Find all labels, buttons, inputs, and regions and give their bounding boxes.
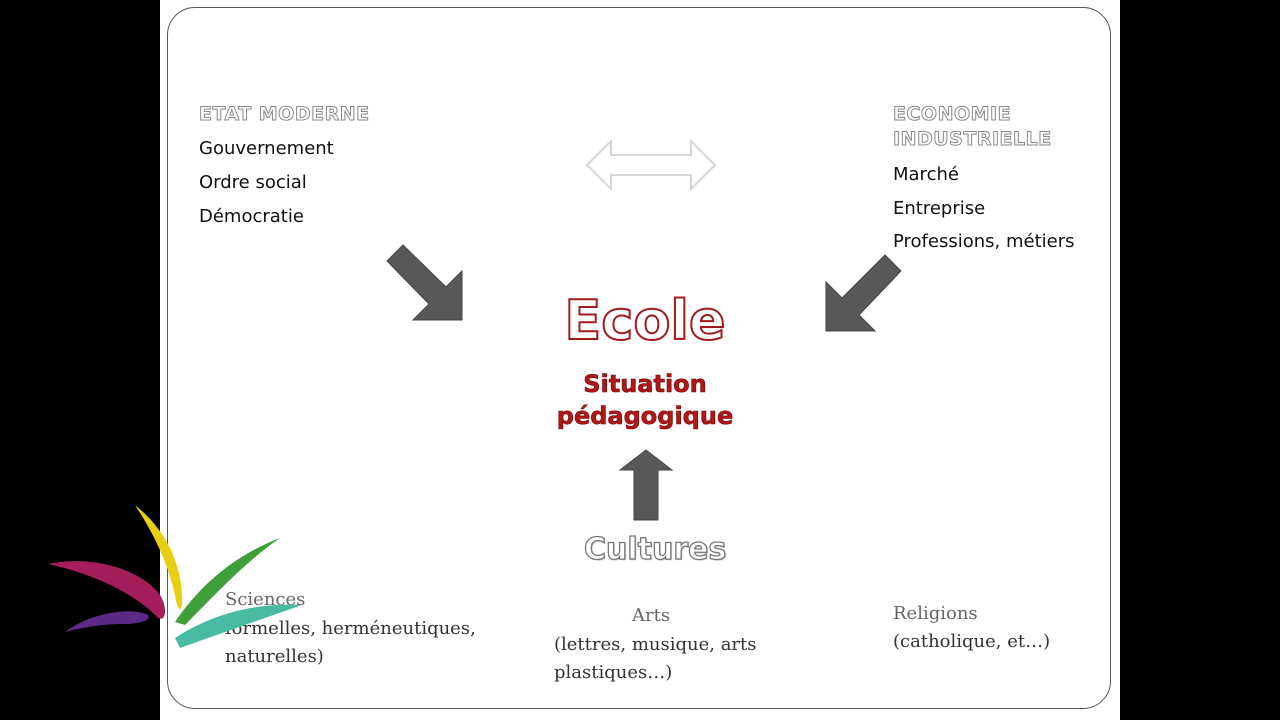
economie-item-professions: Professions, métiers (893, 231, 1075, 252)
ecole-title: Ecole (563, 288, 726, 353)
slide-frame (167, 7, 1111, 709)
brush-logo-icon (48, 505, 302, 648)
sciences-line1: formelles, herméneutiques, (225, 618, 476, 639)
etat-item-democratie: Démocratie (199, 206, 304, 227)
religions-line1: (catholique, et…) (893, 631, 1051, 652)
arrow-down-right-icon (386, 244, 463, 321)
economie-item-entreprise: Entreprise (893, 198, 986, 219)
slide (160, 0, 1120, 720)
arrow-up-icon (618, 449, 674, 521)
situation-subtitle-line2: pédagogique (556, 402, 734, 431)
economie-heading-line2: INDUSTRIELLE (893, 128, 1052, 151)
religions-heading: Religions (893, 603, 978, 624)
etat-item-ordre-social: Ordre social (199, 172, 307, 193)
arts-line2: plastiques…) (554, 662, 673, 683)
etat-moderne-heading: ETAT MODERNE (199, 103, 370, 126)
cultures-label: Cultures (583, 531, 727, 567)
economie-item-marche: Marché (893, 164, 959, 185)
arrow-down-left-icon (825, 254, 902, 332)
economie-heading-line1: ECONOMIE (892, 103, 1012, 126)
etat-item-gouvernement: Gouvernement (199, 138, 334, 159)
situation-subtitle-line1: Situation (583, 370, 707, 399)
double-arrow-icon (585, 138, 717, 192)
sciences-line2: naturelles) (225, 646, 324, 667)
arts-line1: (lettres, musique, arts (554, 634, 757, 655)
arts-heading: Arts (632, 605, 671, 626)
